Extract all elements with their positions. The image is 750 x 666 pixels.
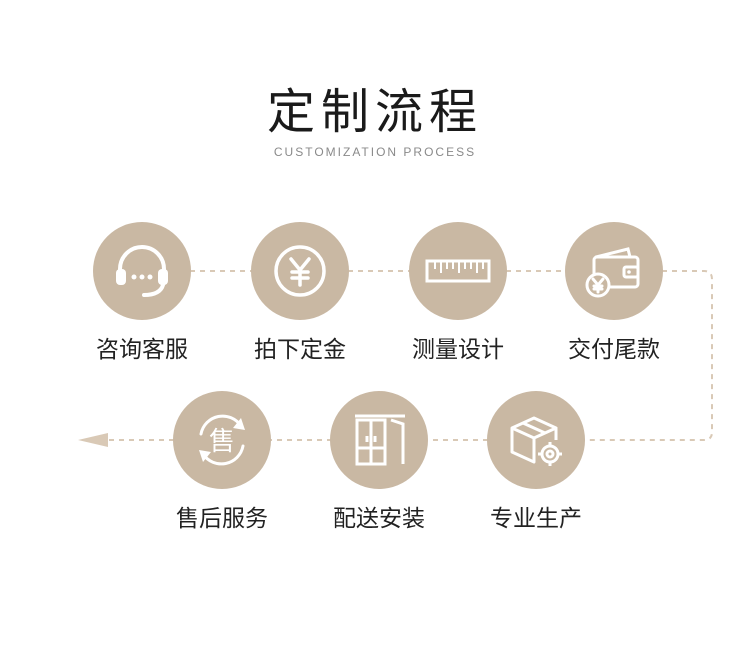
step-circle [330, 391, 428, 489]
step-measure-design: 测量设计 [388, 222, 528, 364]
wardrobe-icon [347, 408, 411, 472]
box-gear-icon [504, 408, 568, 472]
yen-coin-icon [268, 239, 332, 303]
step-label: 交付尾款 [568, 337, 660, 363]
step-circle [565, 222, 663, 320]
step-delivery-install: 配送安装 [309, 391, 449, 533]
step-final-payment: 交付尾款 [544, 222, 684, 364]
step-production: 专业生产 [466, 391, 606, 533]
step-circle [409, 222, 507, 320]
step-label: 拍下定金 [254, 337, 346, 363]
step-after-sales: 售 售后服务 [152, 391, 292, 533]
step-pay-deposit: 拍下定金 [230, 222, 370, 364]
customer-service-headset-icon [110, 239, 174, 303]
step-circle [487, 391, 585, 489]
step-circle: 售 [173, 391, 271, 489]
page-title: 定制流程 [266, 84, 483, 140]
step-label: 测量设计 [412, 337, 504, 363]
step-circle [251, 222, 349, 320]
step-label: 咨询客服 [96, 337, 188, 363]
step-label: 配送安装 [333, 506, 425, 532]
connector-4-5 [584, 270, 713, 441]
flow-arrowhead-icon [78, 433, 108, 447]
wallet-yen-icon [582, 239, 646, 303]
step-label: 专业生产 [490, 506, 582, 532]
after-sales-cycle-icon: 售 [187, 408, 257, 472]
step-circle [93, 222, 191, 320]
ruler-icon [423, 251, 493, 291]
svg-text:售: 售 [209, 427, 235, 457]
step-label: 售后服务 [176, 506, 268, 532]
page-subtitle: CUSTOMIZATION PROCESS [273, 145, 477, 159]
step-consult-service: 咨询客服 [72, 222, 212, 364]
